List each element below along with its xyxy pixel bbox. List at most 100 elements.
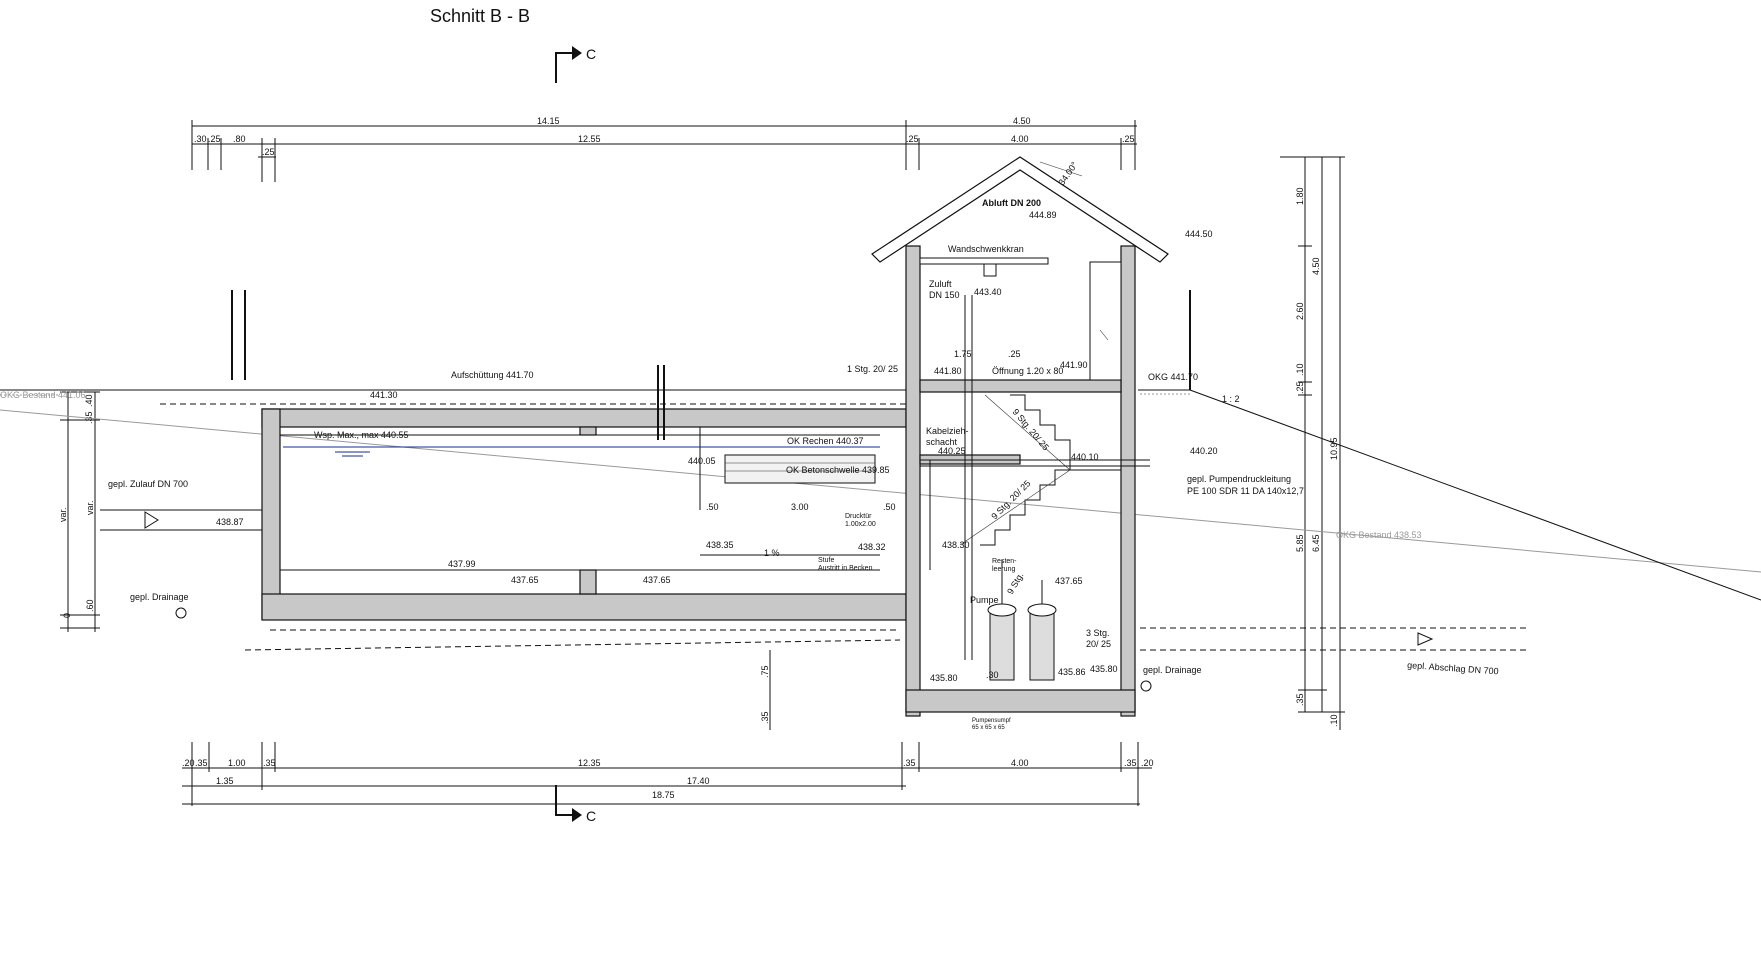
terrain <box>0 389 1761 601</box>
label-okg-bestand-left: OKG Bestand 441.06 <box>0 390 86 400</box>
dim-b-35d: .35 <box>1124 758 1137 768</box>
label-440-20: 440.20 <box>1190 446 1218 456</box>
label-440-10: 440.10 <box>1071 452 1099 462</box>
section-marker-bottom: C <box>555 785 596 824</box>
label-slope: 1 : 2 <box>1222 394 1240 404</box>
label-austritt: Austritt in Becken <box>818 565 873 572</box>
label-stg-9a: 9 Stg. 20/ 25 <box>1010 407 1050 453</box>
label-kabelzieh: Kabelzieh- <box>926 426 969 436</box>
label-stg-3b: 20/ 25 <box>1086 639 1111 649</box>
left-dimension-chain: .35 .40 var. var. .60 0 .75 .35 <box>58 391 771 730</box>
label-druckfuer-dim: 1.00x2.00 <box>845 521 876 528</box>
section-label-bottom: C <box>586 808 596 824</box>
label-gefaelle: 1 % <box>764 548 780 558</box>
section-label-top: C <box>586 46 596 62</box>
dim-l-75: .75 <box>760 665 770 678</box>
label-438-87: 438.87 <box>216 517 244 527</box>
label-435-86: 435.86 <box>1058 667 1086 677</box>
label-437-65c: 437.65 <box>1055 576 1083 586</box>
dim-b-18-75: 18.75 <box>652 790 675 800</box>
dim-b-20: .20 <box>182 758 195 768</box>
label-pumpensumpf-dim: 65 x 65 x 65 <box>972 725 1005 731</box>
drainage-markers <box>175 607 1152 692</box>
dim-b-1-35: 1.35 <box>216 776 234 786</box>
label-438-30: 438.30 <box>942 540 970 550</box>
label-441-90: 441.90 <box>1060 360 1088 370</box>
label-restentleerung-b: leerung <box>992 566 1015 573</box>
dim-l-35b: .35 <box>760 711 770 724</box>
label-okg-bestand-right: OKG Bestand 438.53 <box>1336 530 1422 540</box>
dim-b-35c: .35 <box>903 758 916 768</box>
label-aufschuettung: Aufschüttung 441.70 <box>451 370 534 380</box>
dim-b-4-00: 4.00 <box>1011 758 1029 768</box>
crane <box>919 257 1049 277</box>
label-druckfuer: Drucktür <box>845 513 872 520</box>
dim-b-35b: .35 <box>263 758 276 768</box>
right-dimension-chain: 1.80 4.50 2.60 .10 .25 10.95 5.85 6.45 .… <box>1280 156 1345 730</box>
pump-left <box>987 560 1017 681</box>
label-zuluft: Zuluft <box>929 279 952 289</box>
stairs <box>959 394 1121 546</box>
label-abluft: Abluft DN 200 <box>982 198 1041 208</box>
basin-structure <box>244 408 907 651</box>
dim-30: .30 <box>194 134 207 144</box>
label-437-99: 437.99 <box>448 559 476 569</box>
label-oeffnung: Öffnung 1.20 x 80 <box>992 366 1063 376</box>
label-stg-1: 1 Stg. 20/ 25 <box>847 364 898 374</box>
dim-4-00: 4.00 <box>1011 134 1029 144</box>
label-443-40: 443.40 <box>974 287 1002 297</box>
label-drainage-left: gepl. Drainage <box>130 592 189 602</box>
label-pumpendruck: gepl. Pumpendruckleitung <box>1187 474 1291 484</box>
pipes <box>100 290 1530 660</box>
label-zuluft-dn: DN 150 <box>929 290 960 300</box>
dim-l-0: 0 <box>62 613 72 618</box>
dim-b-17-40: 17.40 <box>687 776 710 786</box>
dim-r-1-80: 1.80 <box>1295 187 1305 205</box>
label-wsp-max: Wsp. Max., max 440.55 <box>314 430 409 440</box>
dim-14-15: 14.15 <box>537 116 560 126</box>
dim-l-40: .40 <box>84 394 94 407</box>
label-stufe: Stufe <box>818 557 834 564</box>
dim-25d: .25 <box>1122 134 1135 144</box>
label-d-25: .25 <box>1008 349 1021 359</box>
label-440-25: 440.25 <box>938 446 966 456</box>
label-angle: 34.00° <box>1056 160 1079 187</box>
pump-right <box>1027 580 1057 681</box>
top-dimension-chain: 14.15 4.50 .30 .25 .80 .25 12.55 .25 4.0… <box>191 116 1137 182</box>
dim-l-var-b: var. <box>85 500 95 515</box>
label-drainage-right: gepl. Drainage <box>1143 665 1202 675</box>
label-schacht: schacht <box>926 437 958 447</box>
dim-80: .80 <box>233 134 246 144</box>
dim-r-2-60: 2.60 <box>1295 302 1305 320</box>
label-wandschwenkkran: Wandschwenkkran <box>948 244 1024 254</box>
pump-station-structure <box>905 245 1136 717</box>
label-ok-rechen: OK Rechen 440.37 <box>787 436 864 446</box>
dim-25a: .25 <box>208 134 221 144</box>
label-okg-right: OKG 441.70 <box>1148 372 1198 382</box>
label-435-80a: 435.80 <box>930 673 958 683</box>
label-d-30: .30 <box>986 670 999 680</box>
label-restentleerung-a: Resten- <box>992 558 1017 565</box>
label-stg-3: 3 Stg. <box>1086 628 1110 638</box>
label-437-65b: 437.65 <box>643 575 671 585</box>
dim-l-60: .60 <box>85 599 95 612</box>
label-438-32: 438.32 <box>858 542 886 552</box>
bottom-dimension-chain: .20 .35 1.00 .35 12.35 .35 4.00 .35 .20 … <box>182 742 1154 806</box>
label-444-50: 444.50 <box>1185 229 1213 239</box>
dim-r-5-85: 5.85 <box>1295 534 1305 552</box>
dim-r-10-95: 10.95 <box>1329 437 1339 460</box>
label-d-3-00: 3.00 <box>791 502 809 512</box>
label-zulauf: gepl. Zulauf DN 700 <box>108 479 188 489</box>
dim-b-20b: .20 <box>1141 758 1154 768</box>
dim-r-10a: .10 <box>1295 363 1305 376</box>
dim-r-6-45: 6.45 <box>1311 534 1321 552</box>
section-marker-top: C <box>555 46 596 83</box>
dim-b-1-00: 1.00 <box>228 758 246 768</box>
roof <box>871 156 1169 263</box>
label-440-05: 440.05 <box>688 456 716 466</box>
label-438-35: 438.35 <box>706 540 734 550</box>
label-435-80b: 435.80 <box>1090 664 1118 674</box>
label-444-89: 444.89 <box>1029 210 1057 220</box>
rack-grid <box>724 454 876 484</box>
